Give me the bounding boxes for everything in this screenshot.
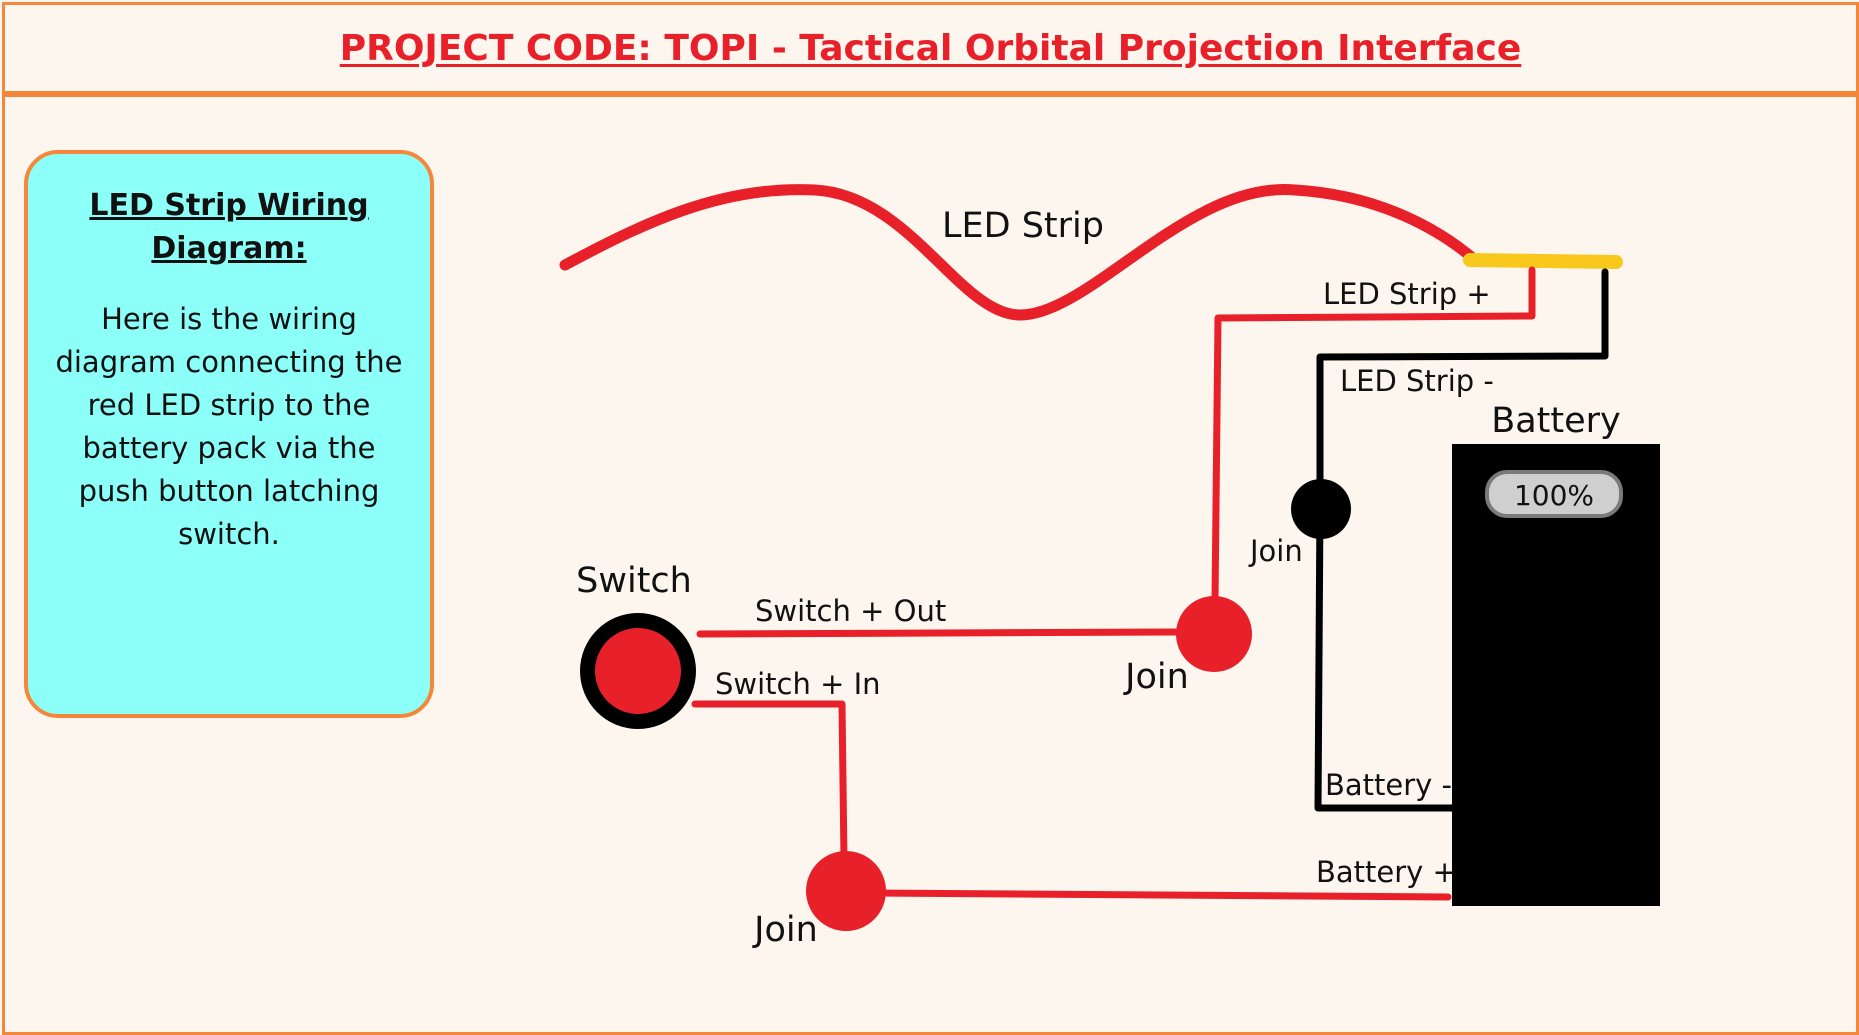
led-strip-minus-wire xyxy=(1316,268,1609,509)
switch-button[interactable] xyxy=(595,628,681,714)
label-switch-out: Switch + Out xyxy=(755,594,946,628)
battery-plus-wire xyxy=(876,889,1452,901)
label-join-black: Join xyxy=(1248,534,1303,568)
info-card-title: LED Strip Wiring Diagram: xyxy=(89,188,369,266)
switch-in-wire xyxy=(691,700,848,864)
label-switch: Switch xyxy=(576,561,692,601)
label-battery: Battery xyxy=(1491,401,1621,441)
battery-level-badge xyxy=(1485,470,1623,518)
battery-body xyxy=(1452,444,1660,906)
label-battery-plus: Battery + xyxy=(1316,855,1457,889)
switch-out-wire xyxy=(696,628,1184,638)
led-strip-plus-wire xyxy=(1211,266,1536,604)
label-join-bottom: Join xyxy=(752,910,818,950)
battery-minus-wire xyxy=(1314,501,1456,812)
page-header: PROJECT CODE: TOPI - Tactical Orbital Pr… xyxy=(2,2,1859,94)
label-battery-minus: Battery - xyxy=(1325,768,1452,802)
join-node-bottom xyxy=(806,851,886,931)
label-switch-in: Switch + In xyxy=(715,667,881,701)
led-strip-wire xyxy=(559,184,1481,321)
label-led-strip-plus: LED Strip + xyxy=(1323,277,1491,311)
join-node-mid xyxy=(1176,596,1252,672)
label-led-strip: LED Strip xyxy=(942,206,1104,246)
info-card-body: Here is the wiring diagram connecting th… xyxy=(55,302,403,551)
project-title: PROJECT CODE: TOPI - Tactical Orbital Pr… xyxy=(339,27,1522,69)
label-join-mid: Join xyxy=(1123,657,1189,697)
battery-level-text: 100% xyxy=(1514,479,1594,512)
label-led-strip-minus: LED Strip - xyxy=(1340,364,1494,398)
info-card: LED Strip Wiring Diagram: Here is the wi… xyxy=(24,150,434,718)
join-node-black xyxy=(1291,479,1351,539)
led-strip-connector xyxy=(1463,253,1623,269)
